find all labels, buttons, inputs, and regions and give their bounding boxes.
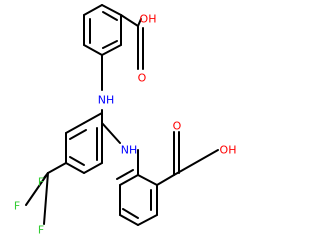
- nh2-to-ring2-bond: [101, 122, 121, 144]
- ring1-bond-e-inner: [102, 40, 118, 49]
- ring1-bond-b: [83, 4, 103, 16]
- acid1-c-bond: [120, 14, 139, 27]
- f-left-bond: [25, 172, 49, 206]
- ring2-bond-b-inner: [69, 129, 87, 140]
- ring2-bond-e: [83, 162, 103, 174]
- acid2-hydroxyl: OH: [220, 144, 237, 157]
- fluorine-bottom: F: [38, 224, 44, 237]
- ring3-bond-a: [119, 174, 139, 186]
- acid2-oh-bond: [173, 149, 219, 176]
- ring3-bond-c: [119, 214, 139, 226]
- ring3-bond-d: [137, 214, 158, 226]
- acid2-c-bond: [156, 174, 175, 186]
- amine-nh-lower: NH: [121, 144, 138, 157]
- acid1-oh-bond: [137, 18, 142, 27]
- acid1-carbonyl-oxygen: O: [138, 72, 147, 85]
- ring2-bond-b: [65, 122, 85, 134]
- ring1-bond-e: [101, 44, 122, 56]
- bond-lines: [25, 4, 219, 226]
- ring3-bond-f: [137, 174, 158, 186]
- acid2-carbonyl-oxygen: O: [173, 120, 182, 133]
- ring1-bond-c-inner: [102, 11, 118, 21]
- ring2-bond-d-inner: [69, 156, 85, 166]
- ring3-bond-a-inner: [116, 169, 134, 180]
- ring1-bond-c: [101, 4, 122, 16]
- fluorine-left: F: [14, 200, 20, 213]
- cf3-bond: [47, 162, 67, 174]
- amine-nh-upper: NH: [98, 94, 115, 107]
- ring2-bond-d: [65, 162, 85, 174]
- ring1-bond-f: [83, 44, 103, 56]
- ring2-bond-a: [83, 112, 103, 124]
- atom-labels: O OH NH NH O OH F F F: [14, 13, 237, 237]
- fluorine-top: F: [38, 176, 44, 189]
- f-bottom-bond: [43, 172, 49, 225]
- acid1-hydroxyl: OH: [140, 13, 157, 26]
- ring3-bond-c-inner: [122, 208, 139, 219]
- structural-formula: O OH NH NH O OH F F F: [14, 4, 237, 237]
